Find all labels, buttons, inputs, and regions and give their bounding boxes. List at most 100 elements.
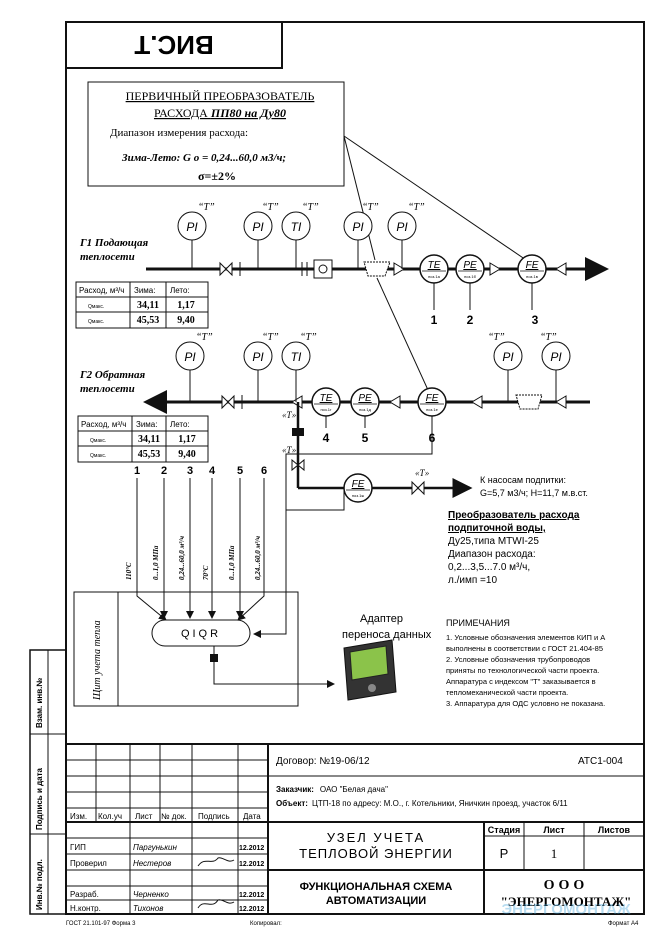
svg-text:Зима:: Зима: — [134, 286, 155, 295]
svg-text:FE: FE — [526, 260, 539, 271]
company-1: ООО — [544, 878, 589, 893]
supply-pi-2: PI — [243, 211, 273, 269]
svg-text:Подпись и дата: Подпись и дата — [35, 767, 44, 830]
num-1a: 1 — [431, 313, 438, 327]
svg-text:Проверил: Проверил — [70, 859, 107, 868]
svg-text:1. Условные обозначения элемен: 1. Условные обозначения элементов КИП и … — [446, 633, 605, 642]
svg-text:“Т”: “Т” — [196, 332, 213, 343]
feed-conv-line4: л./имп =10 — [448, 575, 497, 586]
svg-text:Заказчик:ОАО "Белая дача": Заказчик:ОАО "Белая дача" — [276, 785, 388, 794]
col-sign: Подпись — [198, 812, 230, 821]
svg-text:Объект:ЦТП-18 по адресу: М.О.,: Объект:ЦТП-18 по адресу: М.О., г. Котель… — [276, 799, 568, 808]
qiqr-label: QIQR — [181, 628, 221, 640]
signal-6: 0,24...60,0 м³/ч — [254, 536, 262, 580]
supply-line-name2: теплосети — [80, 251, 135, 263]
primary-title-2a: РАСХОДА — [154, 106, 211, 120]
feed-conv-title1: Преобразователь расхода — [448, 509, 580, 521]
svg-text:PI: PI — [396, 220, 408, 234]
svg-text:Qмакс.: Qмакс. — [88, 304, 104, 310]
svg-text:поз.1в: поз.1в — [526, 274, 538, 279]
svg-text:“Т”: “Т” — [262, 202, 279, 213]
svg-text:поз.1д: поз.1д — [359, 407, 372, 412]
svg-text:2: 2 — [161, 465, 167, 477]
svg-text:34,11: 34,11 — [137, 300, 159, 311]
signal-lines: 1 2 3 4 5 6 — [134, 416, 433, 638]
svg-text:поз.1г: поз.1г — [321, 407, 333, 412]
notes-title: ПРИМЕЧАНИЯ — [446, 618, 510, 628]
meter-cabinet-label: Щит учета тепла — [92, 620, 103, 701]
svg-text:TI: TI — [291, 350, 302, 364]
copied-label: Копировал: — [250, 921, 282, 927]
svg-text:12.2012: 12.2012 — [239, 861, 264, 868]
svg-text:PI: PI — [550, 350, 562, 364]
feed-conv-line3: 0,2...3,5...7.0 м³/ч, — [448, 562, 530, 573]
return-pi-1: PI — [175, 341, 205, 402]
supply-flowmeter-body — [363, 261, 391, 277]
return-pi-4: PI — [541, 341, 571, 402]
supply-line-name: Г1 Подающая — [79, 237, 148, 249]
primary-title-2b: ПП80 на Ду80 — [210, 106, 286, 120]
meter-cabinet — [73, 591, 299, 707]
col-izm: Изм. — [70, 812, 87, 821]
svg-text:3: 3 — [187, 465, 193, 477]
svg-text:PI: PI — [252, 350, 264, 364]
svg-text:45,53: 45,53 — [137, 315, 160, 326]
svg-text:Инв.№ подл.: Инв.№ подл. — [35, 859, 44, 910]
svg-text:PE: PE — [358, 393, 372, 404]
primary-title-1: ПЕРВИЧНЫЙ ПРЕОБРАЗОВАТЕЛЬ — [126, 89, 315, 103]
return-ti: TI — [281, 341, 311, 402]
svg-text:Тихонов: Тихонов — [133, 904, 163, 913]
stage-value: Р — [500, 846, 509, 861]
supply-flow-table: Расход, м³/ч Зима: Лето: Qмакс. 34,11 1,… — [75, 281, 209, 329]
signal-3: 0,24...60,0 м³/ч — [178, 536, 186, 580]
svg-text:Разраб.: Разраб. — [70, 890, 99, 899]
svg-text:Расход, м³/ч: Расход, м³/ч — [81, 420, 126, 429]
customer-label: Заказчик: — [276, 785, 314, 794]
svg-text:“Т”: “Т” — [488, 332, 505, 343]
signal-1: 110°C — [125, 562, 133, 580]
svg-text:“Т”: “Т” — [300, 332, 317, 343]
notes-list: 1. Условные обозначения элементов КИП и … — [446, 633, 605, 708]
svg-text:«Т»: «Т» — [415, 468, 430, 478]
return-line-name2: теплосети — [80, 383, 135, 395]
sheets-header: Листов — [598, 825, 631, 835]
svg-text:поз.1е: поз.1е — [426, 407, 439, 412]
svg-text:Черненко: Черненко — [133, 890, 169, 899]
svg-text:“Т”: “Т” — [198, 202, 215, 213]
feed-conv-line1: Ду25,типа MTWI-25 — [448, 536, 539, 547]
supply-ti: TI — [281, 211, 311, 269]
pda-icon — [343, 639, 397, 701]
pump-note-2: G=5,7 м3/ч; H=11,7 м.в.ст. — [480, 488, 588, 498]
svg-text:“Т”: “Т” — [262, 332, 279, 343]
side-strip: Взам. инв.№ Подпись и дата Инв.№ подл. — [29, 649, 67, 915]
sheet-header: Лист — [543, 825, 565, 835]
svg-text:1,17: 1,17 — [177, 300, 195, 311]
primary-converter-box — [87, 81, 345, 187]
svg-text:9,40: 9,40 — [177, 315, 195, 326]
return-line-name: Г2 Обратная — [79, 369, 145, 381]
col-date: Дата — [243, 812, 261, 821]
staff-rows: ГИП Паргунькин 12.2012 Проверил Нестеров… — [70, 843, 264, 913]
gost-label: ГОСТ 21.101-97 Форма 3 — [66, 921, 136, 927]
format-label: Формат А4 — [608, 921, 639, 927]
supply-fe: FE поз.1в — [517, 254, 547, 284]
doc-code: АТС1-004 — [578, 756, 623, 767]
signature-1 — [197, 857, 235, 867]
svg-text:“Т”: “Т” — [302, 202, 319, 213]
svg-text:TE: TE — [320, 393, 333, 404]
signal-4: 70°C — [202, 565, 210, 580]
svg-text:“Т”: “Т” — [540, 332, 557, 343]
adapter-line2: переноса данных — [342, 629, 432, 641]
feed-conv-line2: Диапазон расхода: — [448, 549, 536, 560]
svg-text:6: 6 — [261, 465, 267, 477]
num-2a: 2 — [467, 313, 474, 327]
svg-text:Qмакс.: Qмакс. — [90, 438, 106, 444]
stamp-box — [65, 21, 283, 69]
svg-text:12.2012: 12.2012 — [239, 845, 264, 852]
return-flowmeter-body — [515, 394, 543, 410]
feed-conv-title2: подпиточной воды, — [448, 523, 546, 534]
primary-range-label: Диапазон измерения расхода: — [110, 127, 248, 139]
svg-text:FE: FE — [352, 479, 365, 490]
svg-text:TE: TE — [428, 260, 441, 271]
svg-text:TI: TI — [291, 220, 302, 234]
